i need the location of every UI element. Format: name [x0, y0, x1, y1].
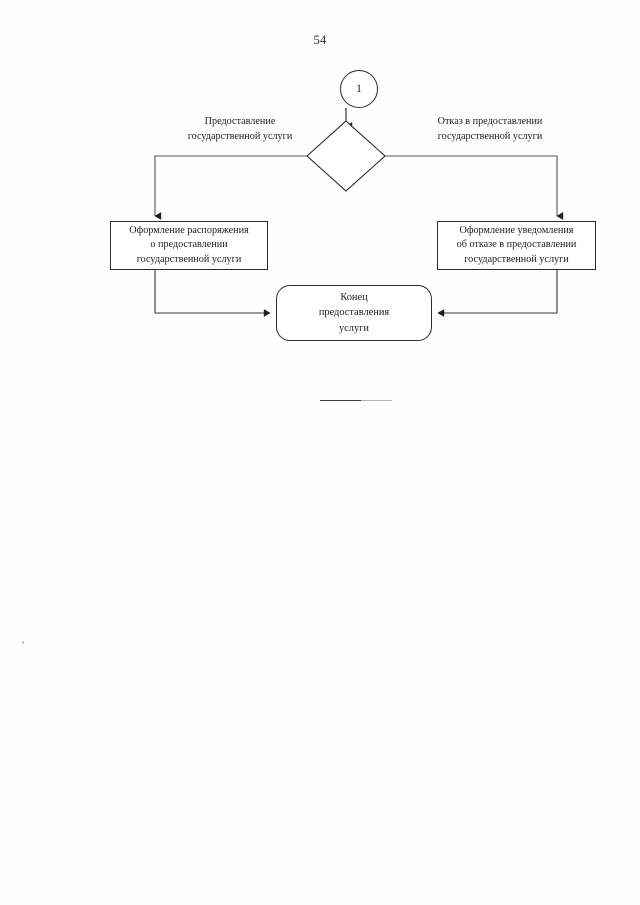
node-issue-order-label: Оформление распоряжения о предоставлении… [129, 224, 249, 265]
node-connector-1-label: 1 [356, 83, 362, 95]
edge-decision-to-refusal-notice [385, 155, 564, 220]
node-issue-refusal-notice-label: Оформление уведомления об отказе в предо… [456, 224, 577, 265]
node-issue-order: Оформление распоряжения о предоставлении… [110, 221, 268, 270]
node-end-label: Конец предоставления услуги [318, 292, 390, 334]
scan-artifact-speck [22, 641, 24, 644]
node-connector-1: 1 [340, 70, 378, 108]
node-issue-refusal-notice: Оформление уведомления об отказе в предо… [437, 221, 596, 270]
edge-label-provide-service: Предоставление государственной услуги [187, 116, 293, 142]
edge-refusal-notice-to-end [437, 270, 558, 317]
node-end: Конец предоставления услуги [276, 285, 432, 341]
footer-separator-rule-fade [361, 400, 392, 401]
page-number: 54 [313, 33, 327, 47]
edge-issue-order-to-end [154, 270, 271, 317]
edge-label-refuse-service: Отказ в предоставлении государственной у… [437, 116, 543, 142]
edge-decision-to-issue-order [154, 155, 307, 220]
footer-separator-rule [320, 400, 392, 401]
